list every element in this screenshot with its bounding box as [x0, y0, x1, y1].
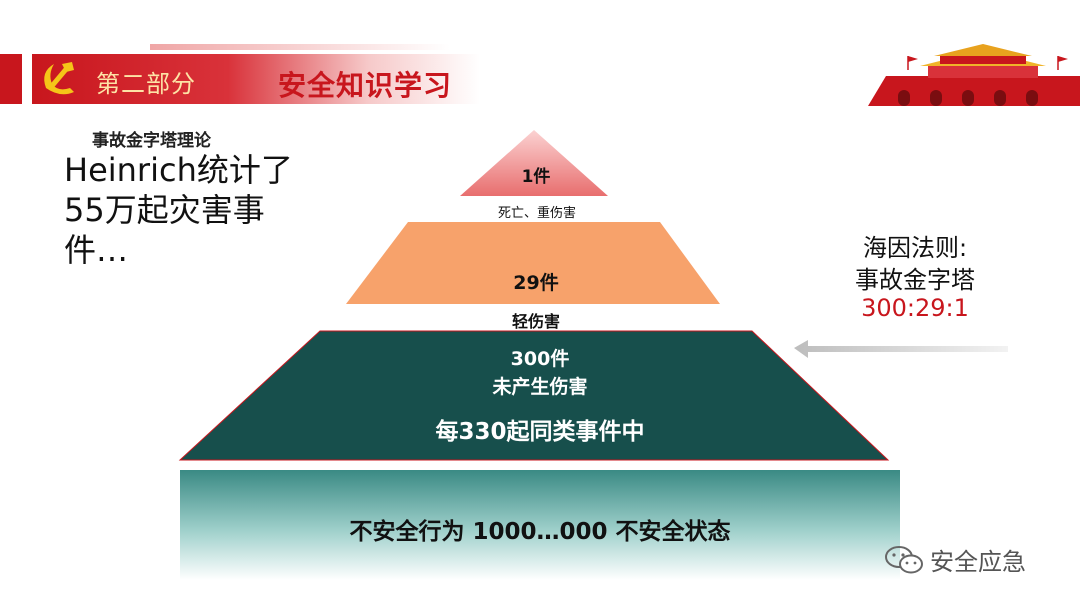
watermark-text: 安全应急	[930, 548, 1026, 576]
level-2-description: 轻伤害	[511, 312, 560, 331]
header-band	[32, 54, 592, 104]
watermark: 安全应急	[884, 542, 1026, 577]
section-label: 第二部分	[96, 70, 196, 98]
arrow-left-icon	[794, 340, 1008, 358]
pyramid-base	[180, 470, 900, 580]
party-emblem-icon	[44, 62, 74, 95]
pyramid-level-1	[460, 130, 608, 196]
level-3-note: 每330起同类事件中	[435, 419, 645, 445]
law-ratio: 300:29:1	[861, 294, 969, 322]
level-1-description: 死亡、重伤害	[497, 206, 576, 221]
section-title: 安全知识学习	[278, 69, 453, 102]
header-decoration-line	[150, 44, 450, 50]
level-2-count: 29件	[513, 272, 559, 294]
base-label: 不安全行为 1000…000 不安全状态	[349, 519, 731, 545]
level-3-count: 300件	[510, 348, 570, 370]
law-title: 海因法则:	[862, 234, 968, 262]
law-subtitle: 事故金字塔	[855, 266, 975, 294]
header-accent-bar	[0, 54, 22, 104]
level-3-description: 未产生伤害	[492, 376, 588, 398]
wechat-icon	[885, 545, 923, 573]
pyramid-level-3	[178, 330, 890, 461]
level-1-count: 1件	[521, 167, 551, 187]
pyramid-level-2	[346, 222, 720, 304]
theory-title: 事故金字塔理论	[92, 131, 211, 151]
heinrich-description: Heinrich统计了55万起灾害事件…	[64, 151, 293, 269]
tiananmen-icon	[868, 44, 1080, 106]
